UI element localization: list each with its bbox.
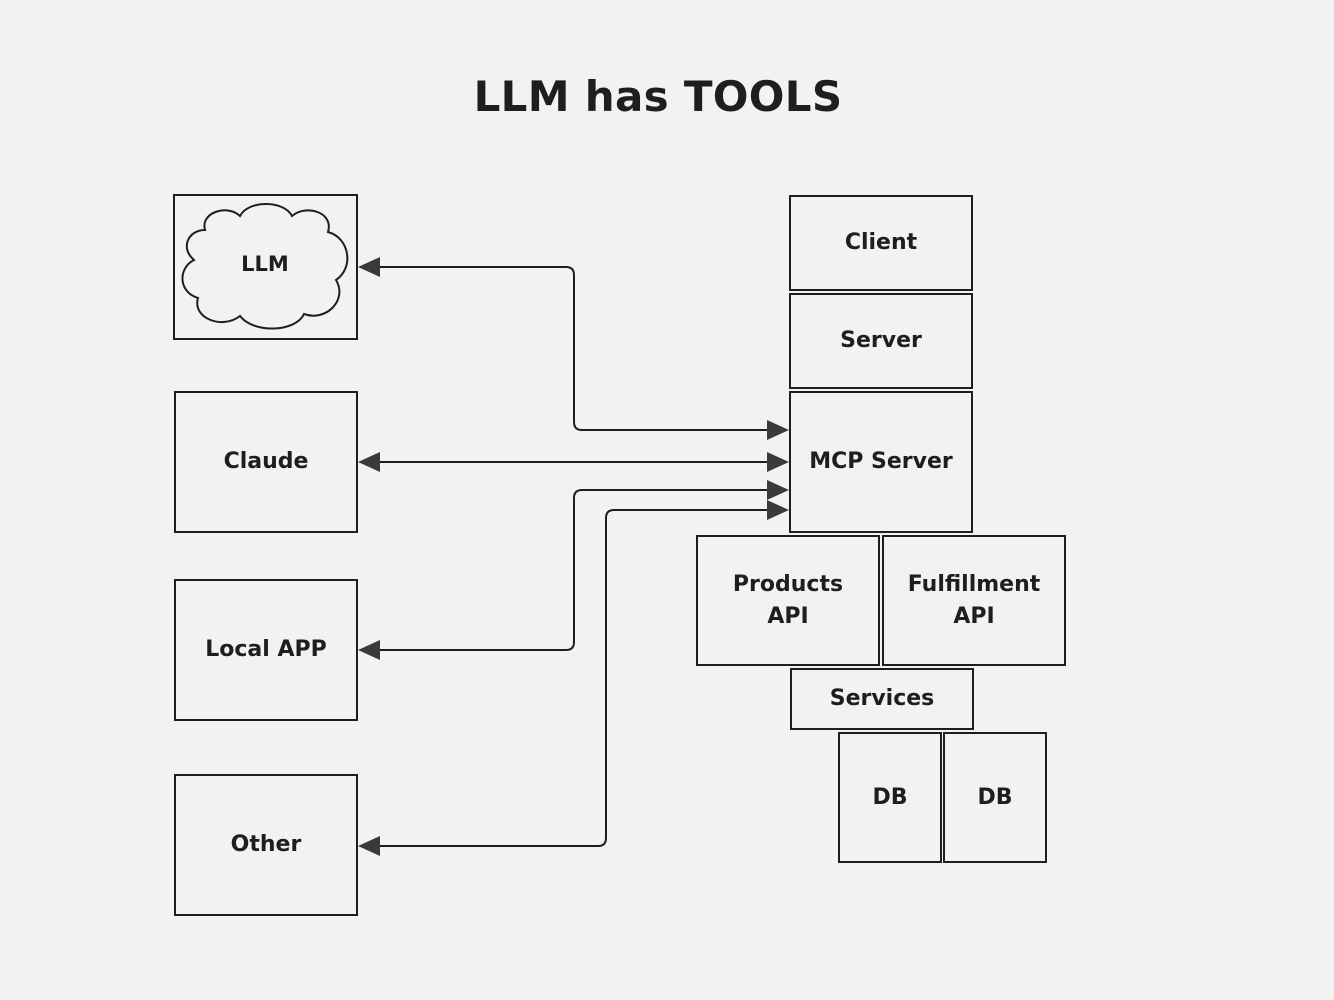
db-box-1[interactable]: DB bbox=[838, 732, 942, 863]
db-box-2[interactable]: DB bbox=[943, 732, 1047, 863]
local-app-box[interactable]: Local APP bbox=[174, 579, 358, 721]
arrow-head-localapp bbox=[358, 640, 380, 660]
arrow-head-mcp-3 bbox=[767, 480, 789, 500]
diagram-title: LLM has TOOLS bbox=[473, 72, 843, 121]
connector-llm-mcp bbox=[374, 266, 771, 431]
llm-box[interactable] bbox=[173, 194, 358, 340]
server-box[interactable]: Server bbox=[789, 293, 973, 389]
arrow-head-llm bbox=[358, 257, 380, 277]
fulfillment-api-box[interactable]: Fulfillment API bbox=[882, 535, 1066, 666]
products-api-box[interactable]: Products API bbox=[696, 535, 880, 666]
mcp-server-box[interactable]: MCP Server bbox=[789, 391, 973, 533]
claude-box[interactable]: Claude bbox=[174, 391, 358, 533]
cloud-icon bbox=[181, 203, 349, 330]
client-box[interactable]: Client bbox=[789, 195, 973, 291]
arrow-head-mcp-4 bbox=[767, 500, 789, 520]
connector-other-mcp bbox=[374, 509, 771, 847]
arrow-head-mcp-1 bbox=[767, 420, 789, 440]
arrow-head-mcp-2 bbox=[767, 452, 789, 472]
arrow-head-other bbox=[358, 836, 380, 856]
llm-label: LLM bbox=[241, 252, 289, 276]
other-box[interactable]: Other bbox=[174, 774, 358, 916]
connector-localapp-mcp bbox=[374, 489, 771, 651]
arrow-head-claude bbox=[358, 452, 380, 472]
services-box[interactable]: Services bbox=[790, 668, 974, 730]
